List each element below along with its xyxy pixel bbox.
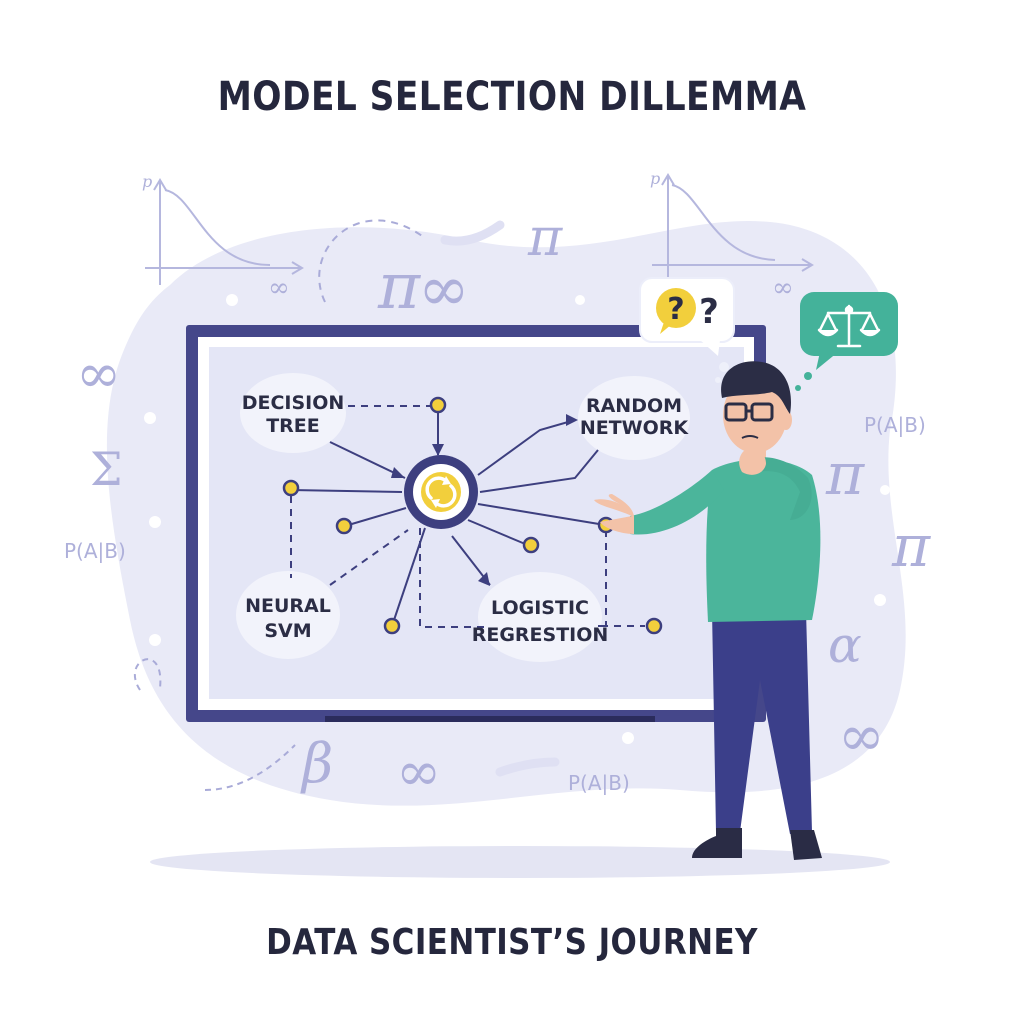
pi-symbol-right: π: [825, 440, 865, 508]
probability-label-left: P(A|B): [64, 539, 126, 563]
label-random: RANDOM: [586, 395, 682, 417]
infinity-symbol-bottom: ∞: [396, 740, 441, 803]
infinity-symbol-bottom-right: ∞: [838, 704, 885, 769]
label-neural: NEURAL: [245, 595, 331, 617]
data-scientist-figure: [594, 361, 822, 860]
refresh-icon: [425, 476, 457, 508]
node-decision-tree: [240, 373, 346, 453]
node-random-network: [578, 376, 690, 460]
sigma-symbol: Σ: [90, 442, 123, 496]
infinity-symbol-right: ∞: [772, 273, 794, 303]
node-neural-svm: [236, 571, 340, 659]
label-decision: DECISION: [242, 392, 345, 414]
p-axis-label-right: p: [650, 169, 660, 188]
mini-chart-right: [652, 173, 814, 280]
dashed-arrow-left: [133, 658, 162, 691]
network-dashed-links: [290, 405, 645, 628]
question-mark-icon-secondary: ?: [699, 292, 719, 332]
balance-scale-icon: [817, 304, 881, 348]
network-arrowheads: [391, 414, 578, 586]
pi-symbol-mid: π: [377, 250, 421, 324]
infinity-symbol-mid: ∞: [418, 252, 470, 325]
p-axis-label-left: p: [142, 172, 152, 191]
infinity-symbol-far-left: ∞: [76, 342, 121, 405]
brush-stroke-top: [440, 220, 505, 246]
dashed-arrow-bottom: [204, 744, 296, 791]
mini-chart-left: [145, 178, 304, 285]
infinity-symbol-left: ∞: [268, 273, 290, 303]
probability-label-bottom: P(A|B): [568, 771, 630, 795]
node-logistic-regression: [478, 572, 602, 662]
yellow-nodes: [282, 396, 663, 635]
question-bubble: [639, 277, 735, 383]
label-tree: TREE: [266, 415, 320, 437]
label-regression: REGRESTION: [472, 624, 609, 646]
beta-symbol: β: [300, 732, 333, 795]
probability-label-right: P(A|B): [864, 413, 926, 437]
glasses-icon: [724, 402, 774, 422]
label-svm: SVM: [264, 620, 311, 642]
label-network: NETWORK: [580, 417, 690, 439]
question-mark-icon: ?: [667, 292, 684, 327]
brush-stroke-bottom: [495, 757, 560, 777]
label-logistic: LOGISTIC: [491, 597, 589, 619]
model-hub: [404, 455, 478, 529]
pi-symbol-right-lower: π: [891, 512, 931, 580]
pi-symbol-top: π: [527, 208, 563, 268]
alpha-symbol: α: [828, 616, 862, 674]
decor-dots: [144, 294, 890, 744]
ground-shadow: [150, 846, 890, 878]
page-subtitle: DATA SCIENTIST’S JOURNEY: [266, 922, 758, 963]
page-title: MODEL SELECTION DILLEMMA: [217, 74, 807, 120]
